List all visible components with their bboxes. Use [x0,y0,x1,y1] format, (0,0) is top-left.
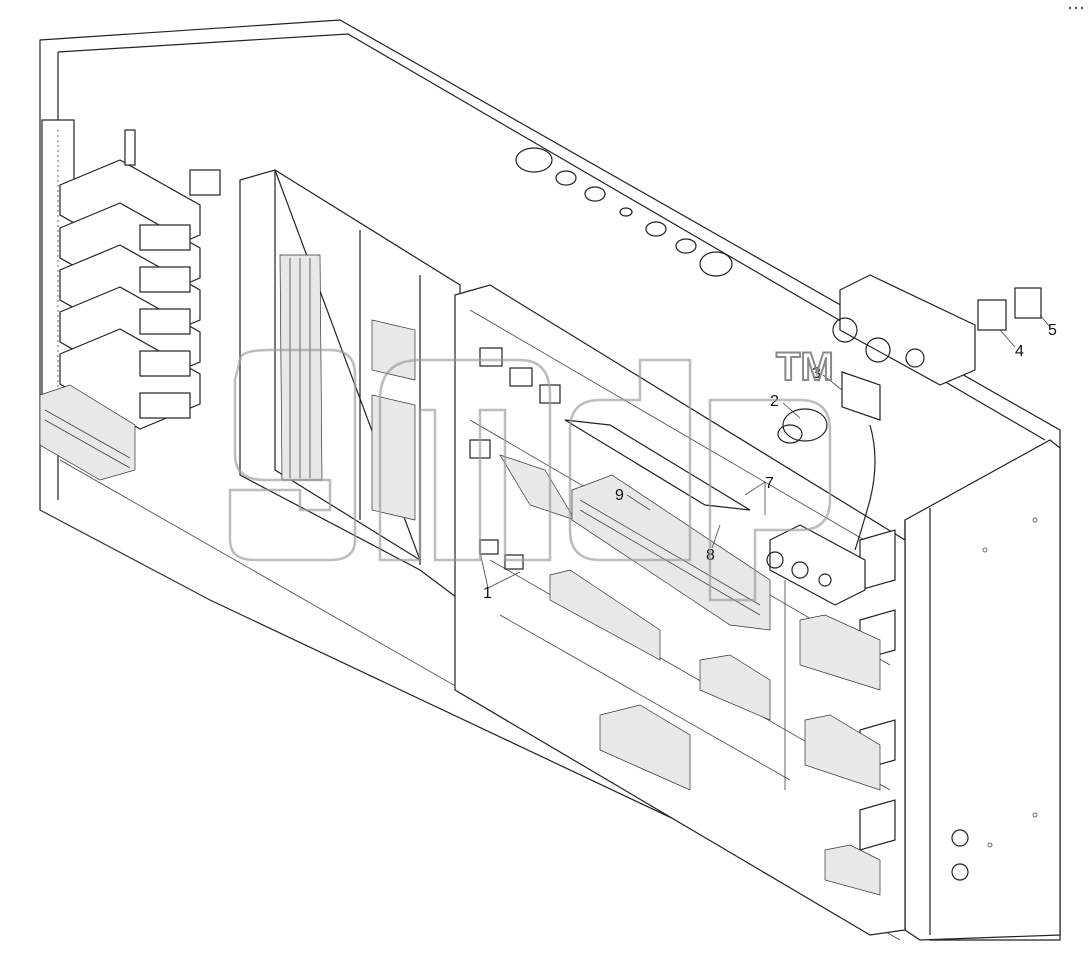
plate-components [469,347,881,896]
cable-entry-holes [515,147,733,277]
callout-9: 9 [615,487,624,504]
callout-1: 1 [483,585,492,602]
callout-2: 2 [770,393,779,410]
callout-7: 7 [765,475,774,492]
terminal-block-left [39,384,136,481]
leader-lines [479,314,1051,589]
callout-4: 4 [1015,343,1024,360]
key-switch [777,371,881,551]
callout-5: 5 [1048,322,1057,339]
callout-3: 3 [812,365,821,382]
switch-bracket [832,274,976,386]
watermark-logo: TM [228,344,835,602]
side-enclosure [904,439,1061,941]
trademark-mark: TM [776,345,834,389]
contact-blocks [977,287,1042,331]
stacked-modules [41,119,221,430]
corner-marks [1068,6,1084,10]
lower-switch-bracket [766,524,866,606]
